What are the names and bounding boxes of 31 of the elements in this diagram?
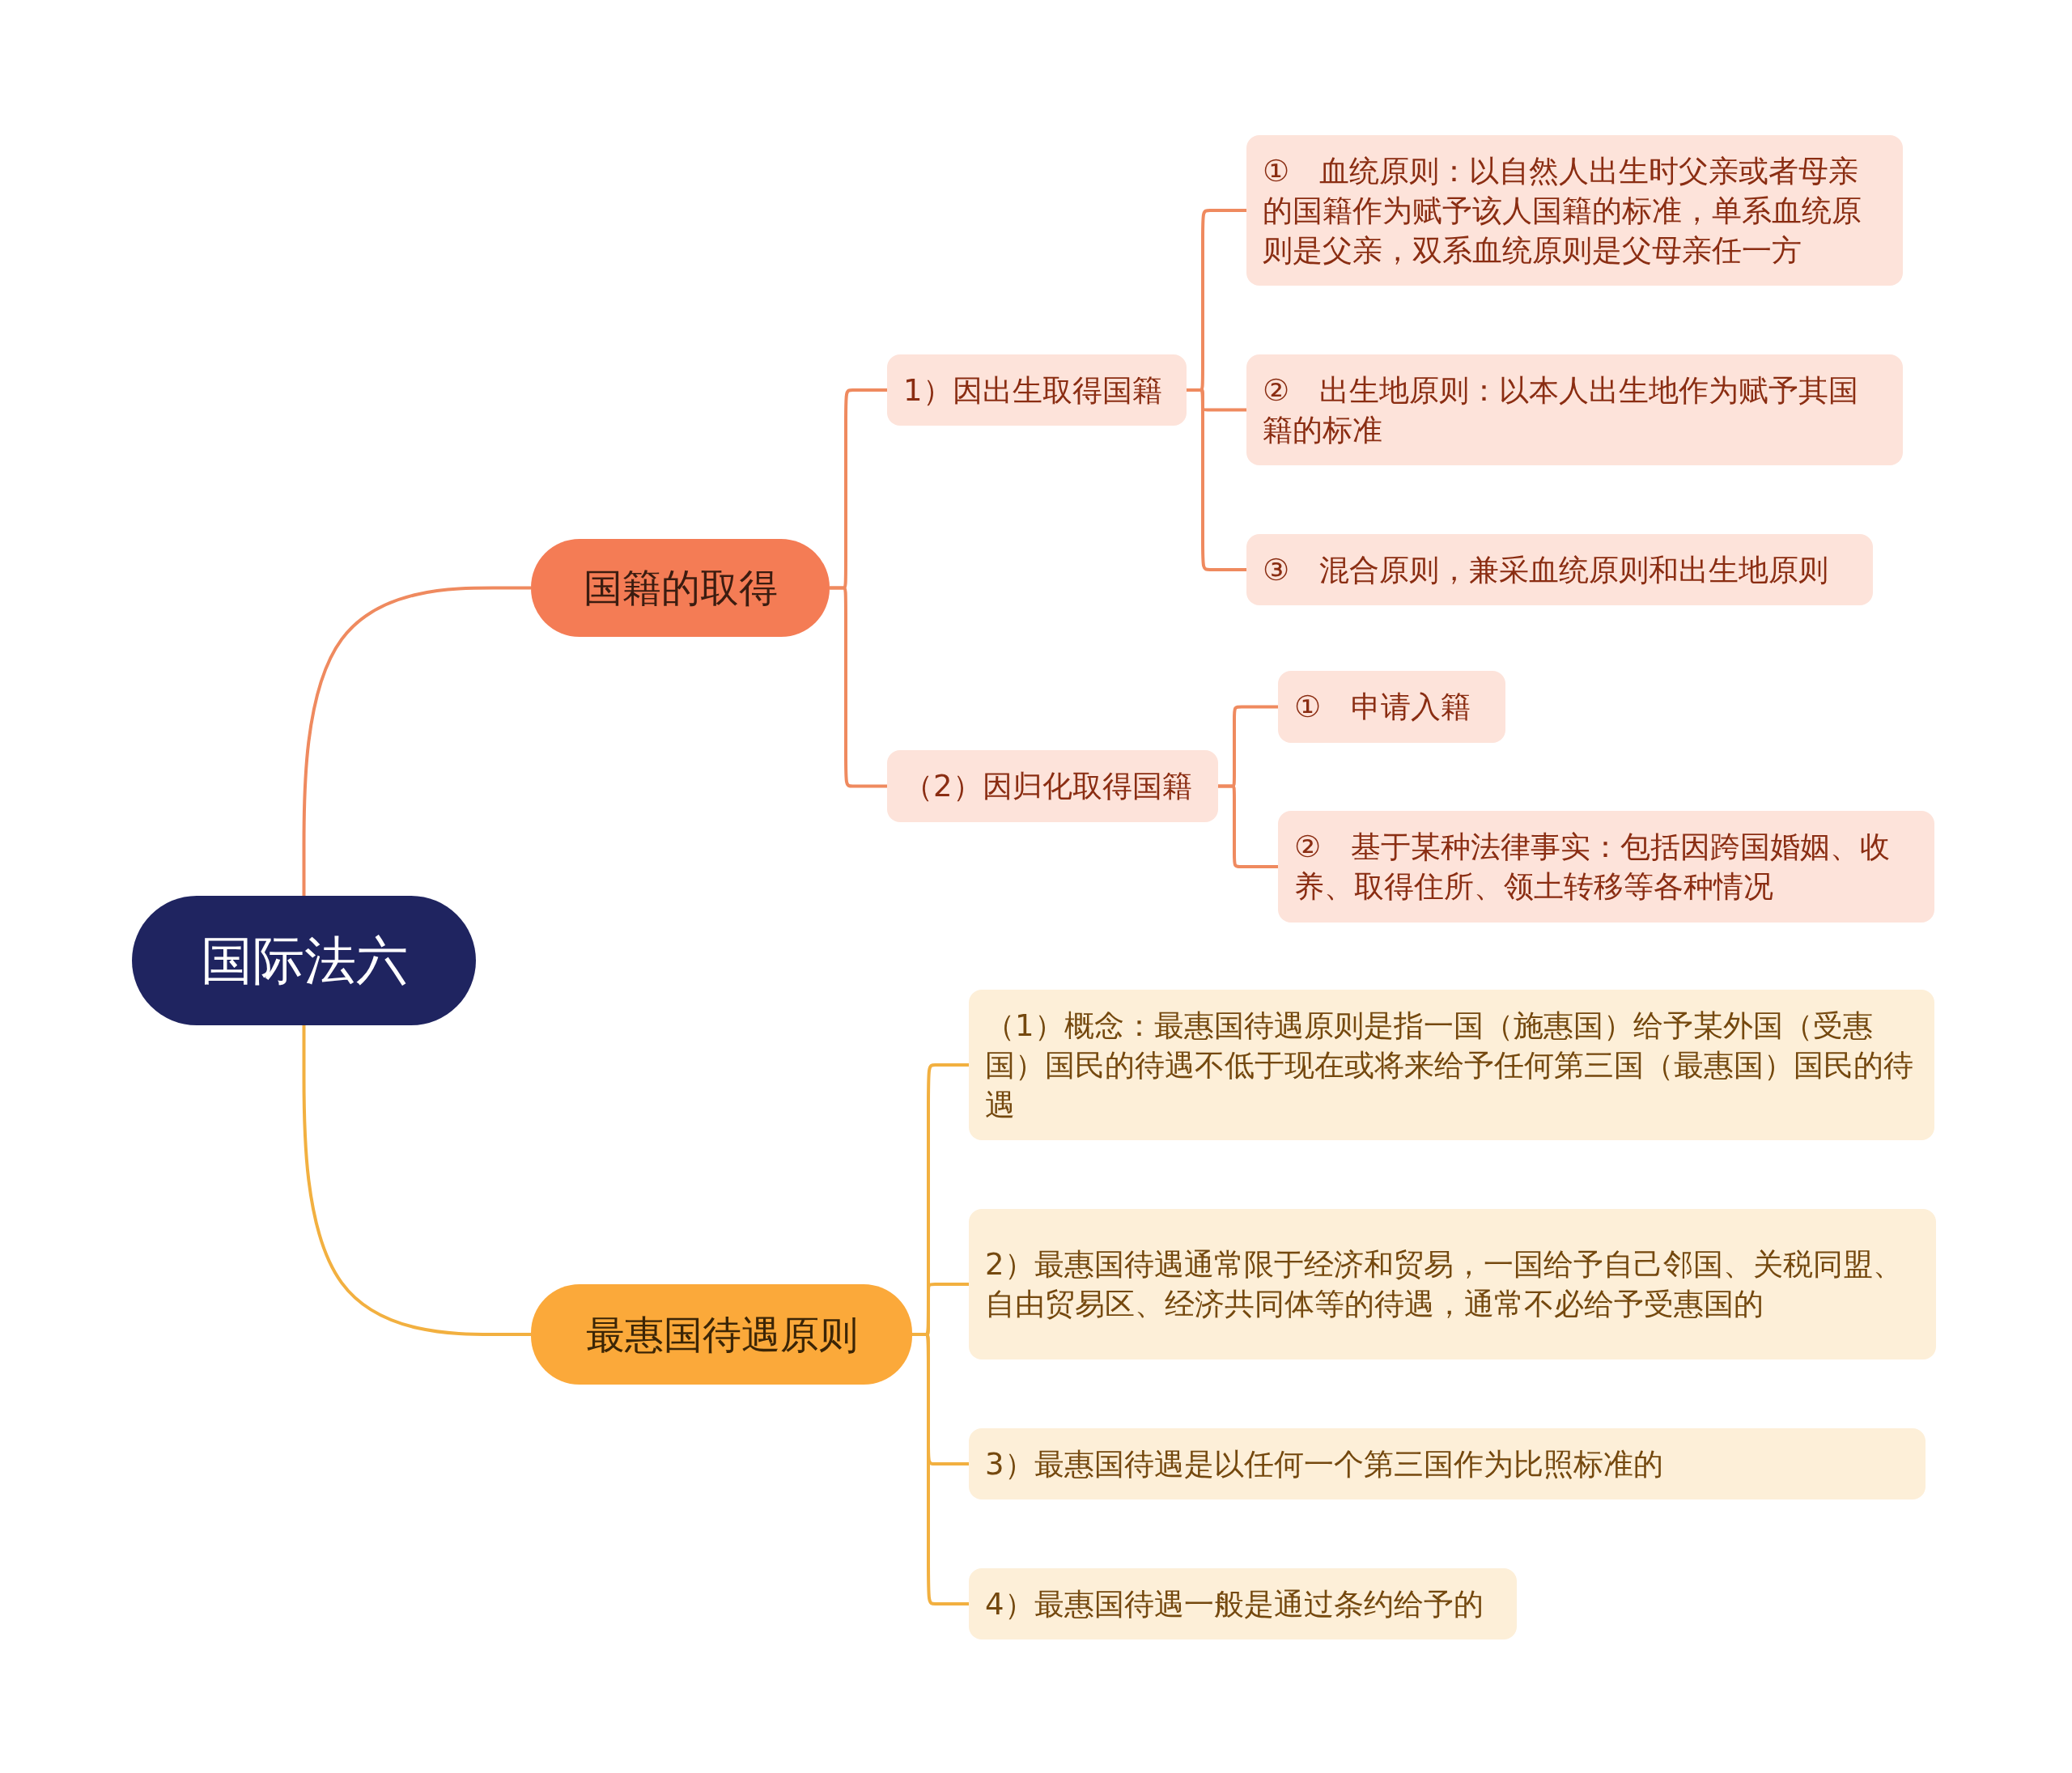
- topic-text: ① 申请入籍: [1294, 689, 1471, 726]
- branch-line: [912, 1333, 969, 1605]
- subtopic: [1246, 534, 1873, 605]
- subtopic: [887, 354, 1187, 426]
- topic-text: 1）因出生取得国籍: [903, 371, 1162, 409]
- branch-line: [302, 586, 531, 896]
- topic-text: （1）概念：最惠国待遇原则是指一国（施惠国）给予某外国（受惠国）国民的待遇不低于现在或将来给予任何第三国（最惠国）国民的待遇: [985, 1007, 1914, 1124]
- subtopic: [1246, 135, 1903, 286]
- subtopic: [1278, 671, 1505, 743]
- topic-text: 国籍的取得: [583, 564, 778, 612]
- subtopic: [969, 1428, 1926, 1499]
- topic-text: ② 出生地原则：以本人出生地作为赋予其国籍的标准: [1263, 371, 1860, 449]
- subtopic: [969, 1568, 1517, 1639]
- topic-text: （2）因归化取得国籍: [903, 768, 1192, 805]
- branch-line: [302, 1025, 531, 1336]
- subtopic: [1246, 354, 1903, 465]
- topic-text: 2）最惠国待遇通常限于经济和贸易，一国给予自己邻国、关税同盟、自由贸易区、经济共同体等的待遇，通常不必给予受惠国的: [985, 1246, 1904, 1323]
- topic-text: ① 血统原则：以自然人出生时父亲或者母亲的国籍作为赋予该人国籍的标准，单系血统原则是父亲，双系血统原则是父母亲任一方: [1263, 152, 1862, 269]
- topic-text: 国际法六: [200, 930, 408, 992]
- subtopic: [969, 990, 1934, 1140]
- subtopic: [969, 1209, 1936, 1359]
- topic-text: 3）最惠国待遇是以任何一个第三国作为比照标准的: [985, 1445, 1663, 1483]
- branch-line: [1187, 388, 1246, 571]
- topic-text: ② 基于某种法律事实：包括因跨国婚姻、收养、取得住所、领土转移等各种情况: [1294, 829, 1892, 906]
- topic-text: 最惠国待遇原则: [585, 1310, 858, 1359]
- topic-text: ③ 混合原则，兼采血统原则和出生地原则: [1263, 551, 1829, 589]
- subtopic: [887, 750, 1218, 822]
- topic-text: 4）最惠国待遇一般是通过条约给予的: [985, 1585, 1484, 1623]
- branch-line: [1218, 784, 1278, 868]
- branch-line: [830, 586, 887, 788]
- subtopic: [1278, 811, 1934, 923]
